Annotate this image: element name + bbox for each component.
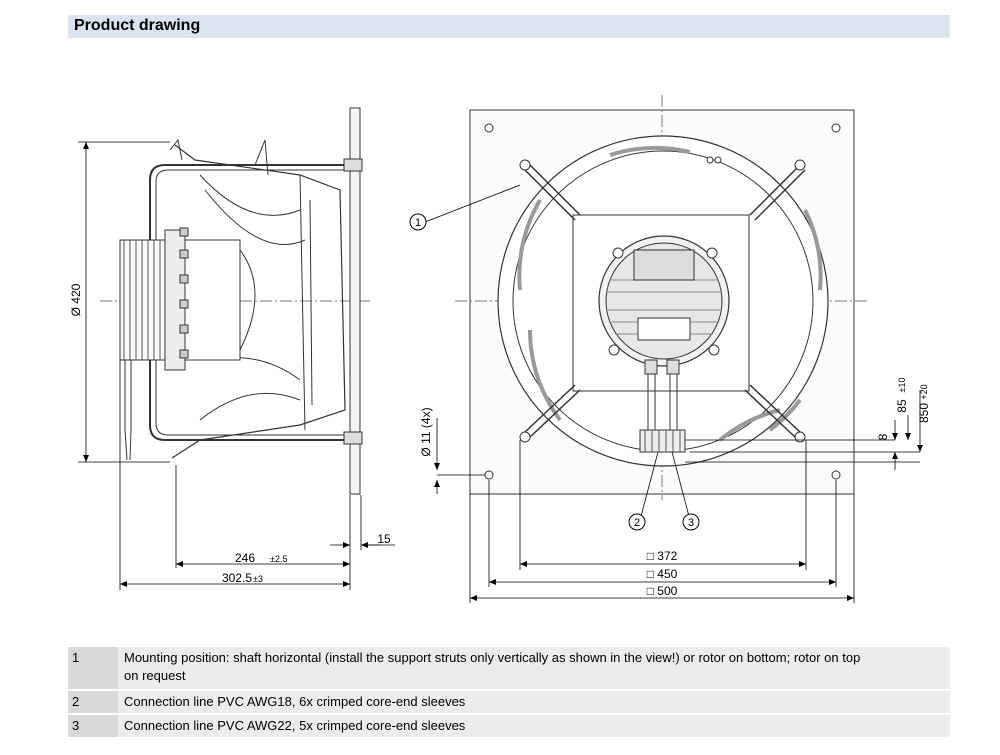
legend-table: 1 Mounting position: shaft horizontal (i… (68, 647, 950, 739)
callout-1-label: 1 (415, 217, 421, 229)
legend-number: 3 (68, 715, 118, 737)
dim-850-label: 850 (917, 403, 931, 423)
legend-number: 1 (68, 647, 118, 689)
legend-row: 2 Connection line PVC AWG18, 6x crimped … (68, 691, 950, 715)
callout-3: 3 (682, 513, 700, 531)
callout-2: 2 (628, 513, 646, 531)
dim-85-label: 85 (895, 399, 909, 413)
hole-label: Ø 11 (4x) (419, 407, 433, 456)
page-title: Product drawing (74, 17, 201, 34)
depth-tolerance: ±2.5 (270, 554, 287, 564)
square-450-label: □ 450 (647, 567, 678, 581)
overall-tolerance: ±3 (253, 574, 263, 584)
legend-number: 2 (68, 691, 118, 713)
header-bar: Product drawing (68, 15, 950, 38)
side-view-dimensions (78, 141, 395, 590)
dim-85-tolerance: ±10 (897, 378, 907, 393)
dim-850-tolerance: +20 (919, 384, 929, 399)
callout-1: 1 (409, 213, 427, 231)
depth-label: 246 (235, 551, 255, 565)
square-372-label: □ 372 (647, 549, 678, 563)
front-view (455, 95, 870, 500)
flange-label: 15 (377, 532, 391, 546)
legend-text-line: on request (124, 668, 186, 683)
legend-text: Connection line PVC AWG18, 6x crimped co… (118, 691, 950, 713)
dim-8-label: 8 (876, 433, 890, 440)
square-500-label: □ 500 (647, 584, 678, 598)
callout-2-label: 2 (634, 517, 640, 529)
legend-text-line: Mounting position: shaft horizontal (ins… (124, 650, 861, 665)
overall-label: 302.5 (222, 571, 252, 585)
product-drawing: Ø 420 246 ±2.5 302.5 ±3 15 (69, 95, 931, 603)
legend-text: Mounting position: shaft horizontal (ins… (118, 647, 950, 689)
legend-row: 3 Connection line PVC AWG22, 5x crimped … (68, 715, 950, 739)
legend-row: 1 Mounting position: shaft horizontal (i… (68, 647, 950, 691)
side-view (100, 107, 370, 495)
legend-text: Connection line PVC AWG22, 5x crimped co… (118, 715, 950, 737)
diameter-label: Ø 420 (69, 283, 83, 316)
front-view-dimensions (424, 184, 923, 603)
callout-3-label: 3 (688, 517, 694, 529)
